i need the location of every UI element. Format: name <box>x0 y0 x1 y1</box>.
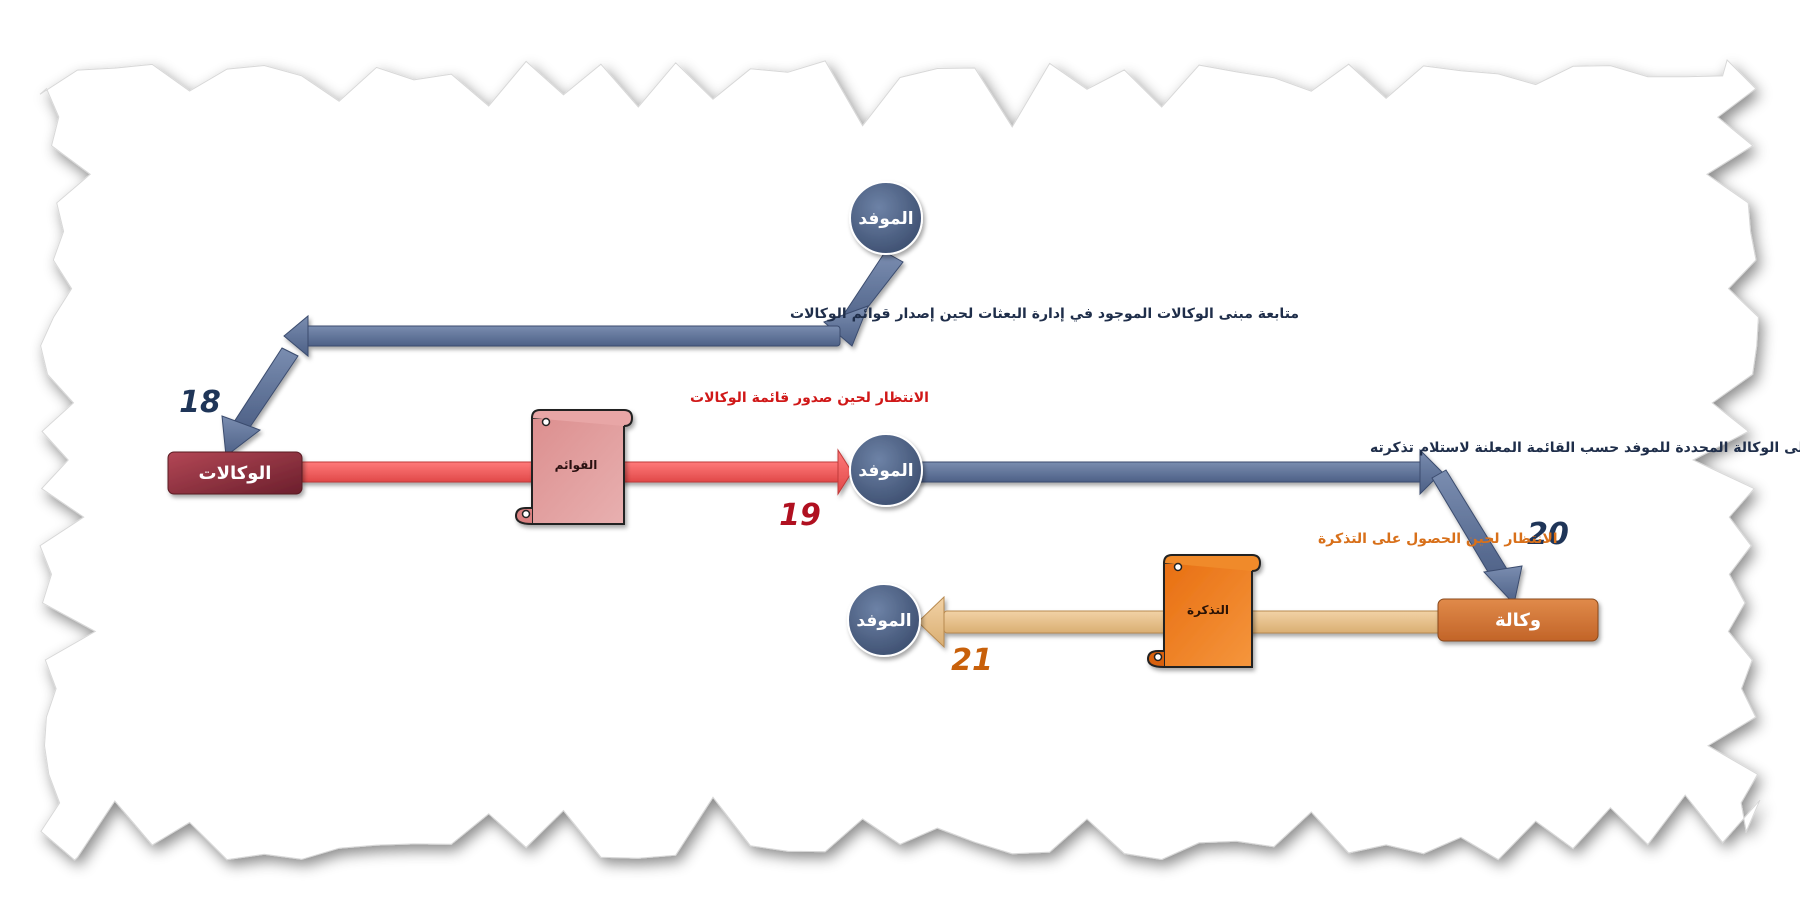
label-go-to-agency: التوجه إلى الوكالة المحددة للموفد حسب ال… <box>1370 440 1800 456</box>
document-lists-label: القوائم <box>555 458 598 473</box>
step-21: 21 <box>951 643 993 678</box>
node-delegate-mid <box>849 433 923 507</box>
arrow-go-to-agency <box>915 448 1523 606</box>
node-agency <box>1437 598 1599 642</box>
document-ticket <box>1146 554 1262 668</box>
node-agency-label: وكالة <box>1495 610 1541 631</box>
node-delegate-top <box>849 181 923 255</box>
step-18: 18 <box>179 385 221 420</box>
node-delegate-top-label: الموفد <box>858 209 913 229</box>
node-delegate-bottom-label: الموفد <box>856 611 911 631</box>
document-lists <box>514 409 634 525</box>
step-20: 20 <box>1527 517 1569 552</box>
node-delegate-bottom <box>847 583 921 657</box>
step-19: 19 <box>779 498 821 533</box>
label-follow-building: متابعة مبنى الوكالات الموجود في إدارة ال… <box>790 306 1299 322</box>
node-agencies-label: الوكالات <box>199 463 272 484</box>
node-agencies <box>167 451 303 495</box>
label-ticket-wait: الانتظار لحين الحصول على التذكرة <box>1318 531 1558 547</box>
document-ticket-label: التذكرة <box>1187 603 1229 617</box>
arrow-follow-building <box>221 251 904 457</box>
node-delegate-mid-label: الموفد <box>858 461 913 481</box>
label-lists-wait: الانتظار لحين صدور قائمة الوكالات <box>690 390 929 406</box>
